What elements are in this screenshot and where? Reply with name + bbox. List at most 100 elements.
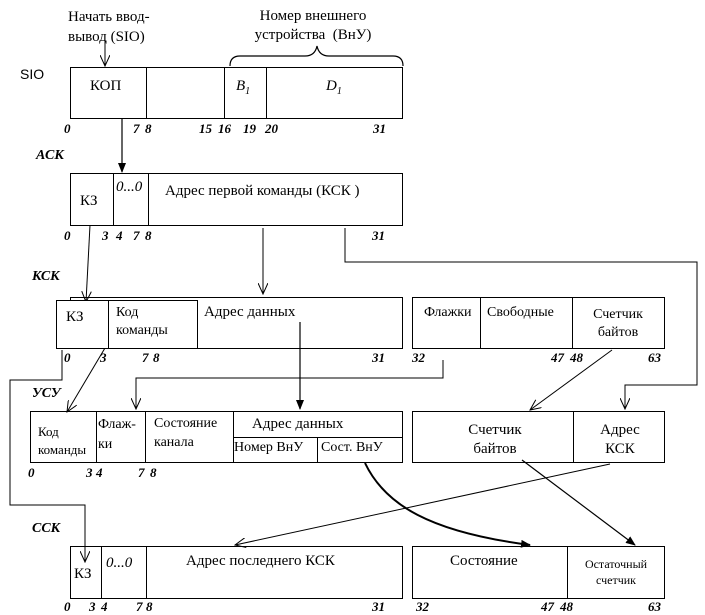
ksk-label: КСК: [32, 269, 60, 284]
ksk-bit-0: 0: [64, 350, 71, 365]
sio-label: SIO: [20, 66, 45, 82]
arrow-ask-to-usu-ksk-addr: [344, 228, 698, 409]
ssk-bit-31: 31: [372, 599, 385, 614]
ksk-field-byte-counter: Счетчик байтов: [593, 307, 643, 340]
ssk-field-kz: КЗ: [74, 566, 92, 582]
ksk-bit-7: 7: [142, 350, 149, 365]
ask-bit-3: 3: [102, 228, 109, 243]
ask-label: АСК: [36, 148, 64, 163]
ask-bit-31: 31: [372, 228, 385, 243]
ksk-bit-3: 3: [100, 350, 107, 365]
arrow-ksk-counter-to-usu: [530, 349, 613, 410]
ssk-bit-3: 3: [89, 599, 96, 614]
ksk-field-divider: [108, 300, 109, 349]
sio-bit-0: 0: [64, 121, 71, 136]
sio-command-label: Начать ввод- вывод (SIO): [68, 7, 150, 48]
usu-field-device-number: Номер ВнУ: [234, 440, 304, 455]
usu-field-cmd-code: Код команды: [38, 424, 87, 457]
usu-field-channel-state: Состояние канала: [154, 416, 218, 450]
sio-field-b-text: B: [236, 78, 246, 94]
arrow-ksk-flags-to-usu: [136, 360, 444, 409]
arrow-ksk-cmd-to-usu: [67, 347, 106, 412]
ksk-bit-32: 32: [412, 350, 425, 365]
ksk-bit-31: 31: [372, 350, 385, 365]
ssk-bit-8: 8: [146, 599, 153, 614]
ssk-label: ССК: [32, 521, 61, 536]
sio-field-divider-2: [266, 67, 267, 119]
sio-bit-8: 8: [145, 121, 152, 136]
usu-field-flags: Флаж- ки: [98, 417, 136, 453]
ssk-field-zeros: 0...0: [106, 555, 133, 571]
ssk-field-state: Состояние: [450, 553, 518, 569]
sio-field-d-sub: 1: [336, 86, 342, 97]
ssk-bit-0: 0: [64, 599, 71, 614]
ksk-field-kz: КЗ: [66, 309, 84, 325]
arrow-ask-kz-to-ksk: [86, 224, 90, 302]
usu-field-device-state: Сост. ВнУ: [321, 440, 383, 455]
arrow-ksk-kz-to-ssk: [9, 350, 85, 562]
ksk-field-flags: Флажки: [424, 305, 472, 320]
sio-field-d-text: D: [326, 78, 337, 94]
ask-bit-0: 0: [64, 228, 71, 243]
ksk-field-cmd-code: Код команды: [116, 305, 168, 339]
ask-bit-4: 4: [116, 228, 123, 243]
sio-field-d: D1: [326, 79, 342, 97]
usu-bit-3: 3: [86, 465, 93, 480]
sio-register: [70, 67, 403, 119]
ask-field-zeros: 0...0: [116, 179, 143, 195]
ssk-bit-7: 7: [136, 599, 143, 614]
usu-bit-8: 8: [150, 465, 157, 480]
sio-bit-31: 31: [373, 121, 386, 136]
ssk-field-divider: [101, 546, 147, 599]
sio-field-divider: [146, 67, 225, 119]
ssk-bit-4: 4: [101, 599, 108, 614]
sio-bit-15: 15: [199, 121, 212, 136]
ask-field-address: Адрес первой команды (КСК ): [165, 183, 360, 199]
sio-command-label-text: Начать ввод- вывод (SIO): [68, 9, 150, 46]
ksk-bit-8: 8: [153, 350, 160, 365]
ask-register: [70, 173, 403, 226]
sio-bit-19: 19: [243, 121, 256, 136]
ssk-field-residual-counter: Остаточный счетчик: [584, 557, 648, 587]
sio-bit-7: 7: [133, 121, 140, 136]
usu-register-right: [412, 411, 665, 463]
brace: [229, 45, 404, 67]
ksk-register-right: [412, 297, 665, 349]
usu-field-ksk-address: Адрес КСК: [600, 422, 640, 457]
ksk-bit-48: 48: [570, 350, 583, 365]
sio-bit-16: 16: [218, 121, 231, 136]
arrow-usu-counter-to-ssk: [521, 459, 636, 546]
ssk-bit-47: 47: [541, 599, 554, 614]
ssk-register-left: [70, 546, 403, 599]
ksk-bit-47: 47: [551, 350, 564, 365]
device-number-label-text: Номер внешнего устройства (ВнУ): [254, 8, 372, 43]
usu-field-byte-counter: Счетчик байтов: [468, 422, 522, 457]
sio-field-kop: КОП: [90, 78, 122, 94]
ksk-field-data-address: Адрес данных: [204, 304, 296, 320]
device-number-label: Номер внешнего устройства (ВнУ): [238, 7, 388, 45]
ssk-register-right: [412, 546, 665, 599]
sio-bit-20: 20: [265, 121, 278, 136]
usu-divider-1: [96, 411, 146, 463]
sio-field-b: B1: [236, 79, 250, 97]
usu-bit-0: 0: [28, 465, 35, 480]
ssk-bit-32: 32: [416, 599, 429, 614]
ksk-right-divider: [480, 297, 573, 349]
ksk-bit-63: 63: [648, 350, 661, 365]
ask-bit-8: 8: [145, 228, 152, 243]
arrow-usu-ksk-to-ssk: [235, 463, 611, 545]
sio-field-b-sub: 1: [245, 86, 251, 97]
ssk-bit-63: 63: [648, 599, 661, 614]
usu-label: УСУ: [32, 386, 61, 401]
ssk-right-divider: [567, 546, 568, 599]
ssk-bit-48: 48: [560, 599, 573, 614]
arrow-usu-state-to-ssk: [364, 462, 531, 548]
ask-field-kz: КЗ: [80, 193, 98, 209]
ask-bit-7: 7: [133, 228, 140, 243]
usu-subfield-row: [233, 437, 403, 463]
usu-right-divider: [573, 411, 574, 463]
ask-field-divider: [113, 173, 149, 226]
usu-bit-7: 7: [138, 465, 145, 480]
ksk-field-free: Свободные: [487, 305, 554, 320]
